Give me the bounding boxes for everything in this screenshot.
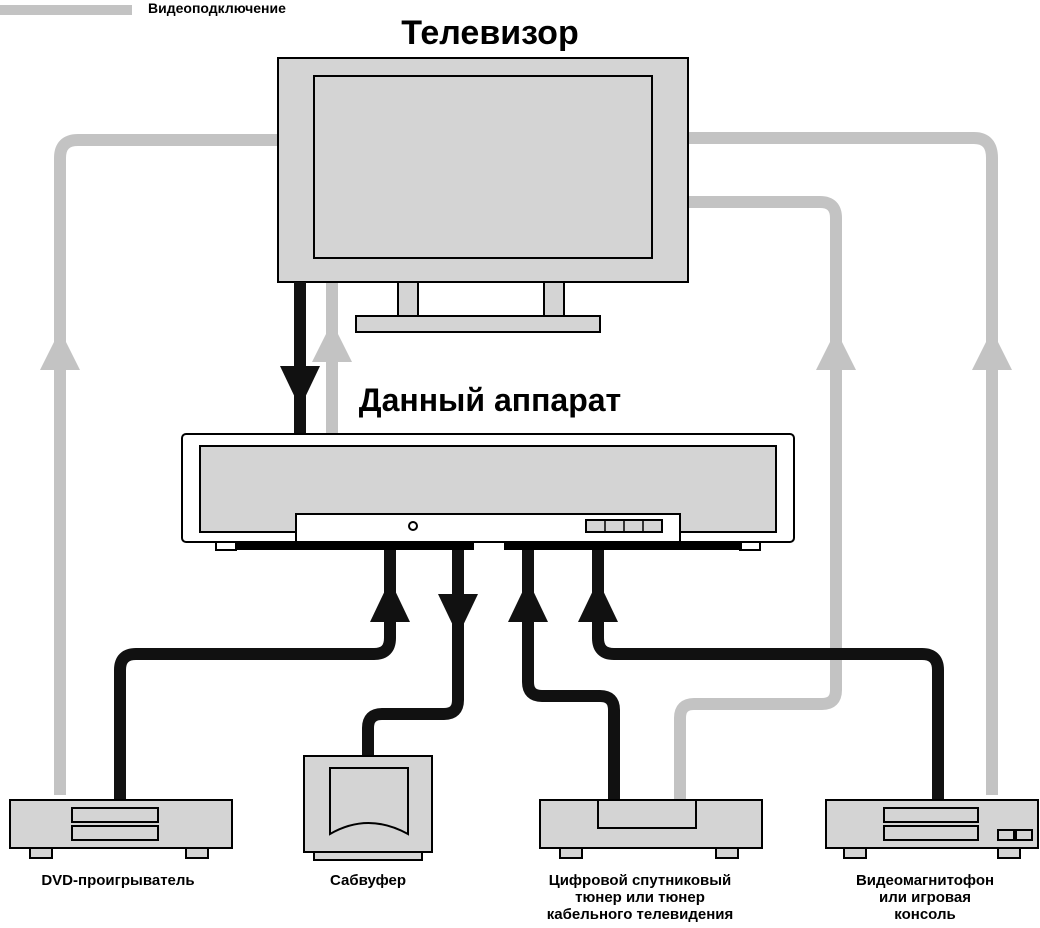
dvd-player-label: DVD-проигрыватель: [41, 872, 195, 889]
video-line-sat-to-tv: [674, 196, 842, 800]
video-line-vcr-to-tv: [688, 132, 998, 795]
video-arrow-dvd: [40, 330, 80, 370]
audio-line-vcr-to-unit: [592, 550, 944, 800]
vcr-label-line-3: консоль: [894, 906, 956, 923]
satellite-tuner-label: Цифровой спутниковый тюнер или тюнер каб…: [520, 872, 760, 923]
audio-line-unit-to-sub: [362, 550, 464, 756]
satellite-tuner-label-line-1: Цифровой спутниковый: [548, 872, 732, 889]
vcr-label-line-2: или игровая: [878, 889, 972, 906]
tv-title: Телевизор: [401, 14, 579, 52]
audio-arrow-vcr: [578, 580, 618, 622]
unit-illustration: [181, 433, 795, 551]
subwoofer-illustration: [303, 755, 433, 861]
subwoofer-label: Сабвуфер: [329, 872, 407, 889]
audio-line-dvd-to-unit: [114, 550, 396, 800]
video-arrow-vcr: [972, 330, 1012, 370]
video-line-dvd-to-tv: [54, 134, 278, 795]
unit-title: Данный аппарат: [358, 382, 622, 418]
legend-video-label: Видеоподключение: [148, 0, 286, 16]
audio-arrow-sat: [508, 580, 548, 622]
video-arrow-unit: [312, 322, 352, 362]
vcr-label-line-1: Видеомагнитофон: [855, 872, 995, 889]
satellite-tuner-illustration: [539, 799, 763, 859]
vcr-illustration: [825, 799, 1039, 859]
vcr-label: Видеомагнитофон или игровая консоль: [820, 872, 1030, 923]
satellite-tuner-label-line-2: тюнер или тюнер: [575, 889, 705, 906]
audio-arrow-dvd: [370, 580, 410, 622]
dvd-player-illustration: [9, 799, 233, 859]
video-arrow-sat: [816, 330, 856, 370]
audio-arrow-sub: [438, 594, 478, 636]
audio-line-sat-to-unit: [522, 550, 620, 800]
tv-illustration: [277, 57, 689, 333]
audio-arrow-tv: [280, 366, 320, 408]
legend-video-line: [0, 5, 132, 15]
satellite-tuner-label-line-3: кабельного телевидения: [546, 906, 734, 923]
